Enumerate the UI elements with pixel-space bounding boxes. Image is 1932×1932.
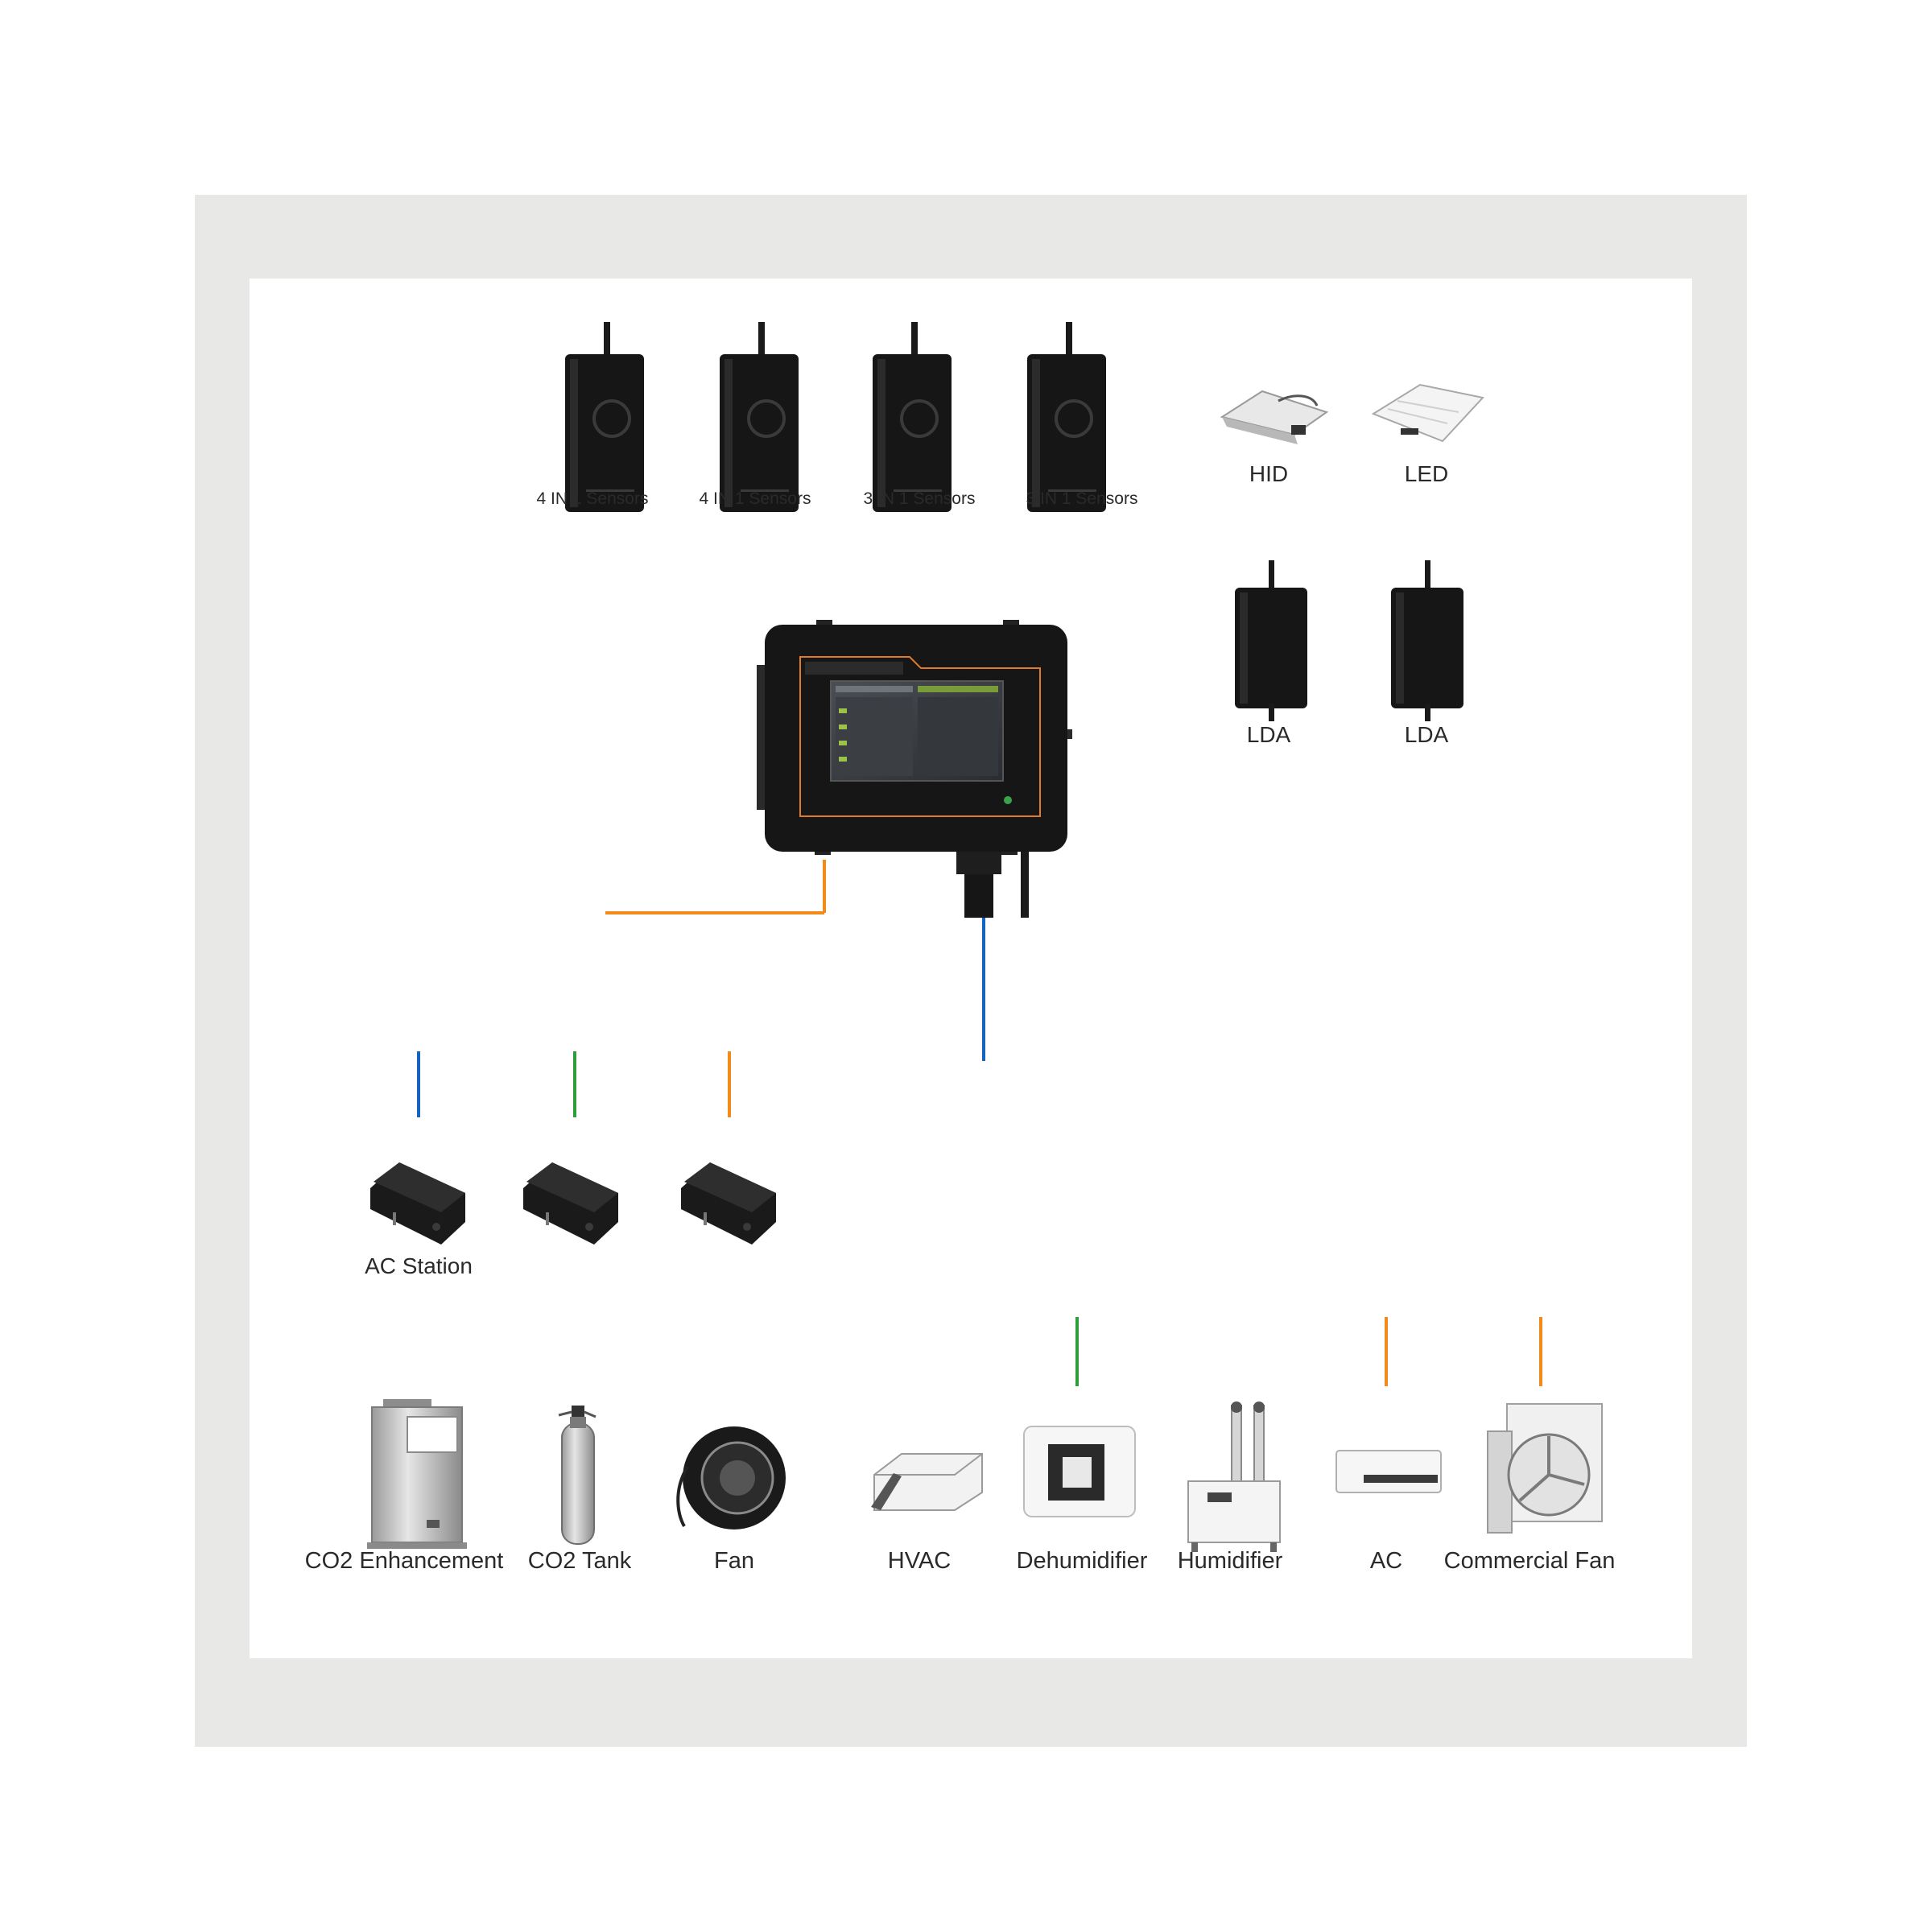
- diagram-canvas: [250, 279, 1692, 1658]
- ac-station-icon: [523, 1162, 618, 1245]
- sensor-row: 4 IN 1 Sensors 4 IN 1 Sensors 3 IN 1 Sen…: [537, 322, 1138, 512]
- touchscreen-controller-icon: [757, 620, 1072, 918]
- lda-label: LDA: [1247, 722, 1291, 747]
- light-label: HID: [1249, 461, 1288, 486]
- commercial-fan-icon: [1487, 1403, 1603, 1534]
- humidifier-icon: [1187, 1402, 1281, 1552]
- device-label: AC: [1370, 1548, 1402, 1574]
- device-label: Dehumidifier: [1017, 1548, 1148, 1574]
- sensor-module-icon: [1027, 322, 1106, 512]
- air-conditioner-icon: [1335, 1450, 1442, 1493]
- device-label: CO2 Tank: [528, 1548, 632, 1574]
- sensor-label: 3 IN 1 Sensors: [864, 489, 976, 508]
- wires: [417, 501, 1542, 1386]
- device-label: Fan: [714, 1548, 754, 1574]
- sensor-label: 4 IN 1 Sensors: [537, 489, 649, 508]
- hid-lamp-icon: [1220, 390, 1329, 444]
- led-panel-icon: [1371, 383, 1484, 443]
- device-label: Commercial Fan: [1444, 1548, 1616, 1574]
- lda-module-icon: [1391, 560, 1463, 721]
- device-label: HVAC: [888, 1548, 951, 1574]
- device-label: Humidifier: [1178, 1548, 1283, 1574]
- ac-station-label: AC Station: [365, 1253, 473, 1278]
- ac-station-icon: [681, 1162, 776, 1245]
- lda-label: LDA: [1405, 722, 1449, 747]
- sensor-module-icon: [720, 322, 799, 512]
- sensor-label: 4 IN 1 Sensors: [700, 489, 811, 508]
- co2-tank-icon: [558, 1406, 597, 1545]
- sensor-label: 3 IN 1 Sensors: [1026, 489, 1138, 508]
- inline-fan-icon: [676, 1426, 786, 1530]
- dehumidifier-icon: [1023, 1426, 1136, 1517]
- hvac-icon: [871, 1453, 983, 1511]
- sensor-module-icon: [565, 322, 644, 512]
- co2-generator-icon: [367, 1399, 467, 1549]
- light-label: LED: [1405, 461, 1448, 486]
- sensor-module-icon: [873, 322, 952, 512]
- device-label: CO2 Enhancement: [305, 1548, 504, 1574]
- lda-module-icon: [1235, 560, 1307, 721]
- ac-station-icon: [370, 1162, 465, 1245]
